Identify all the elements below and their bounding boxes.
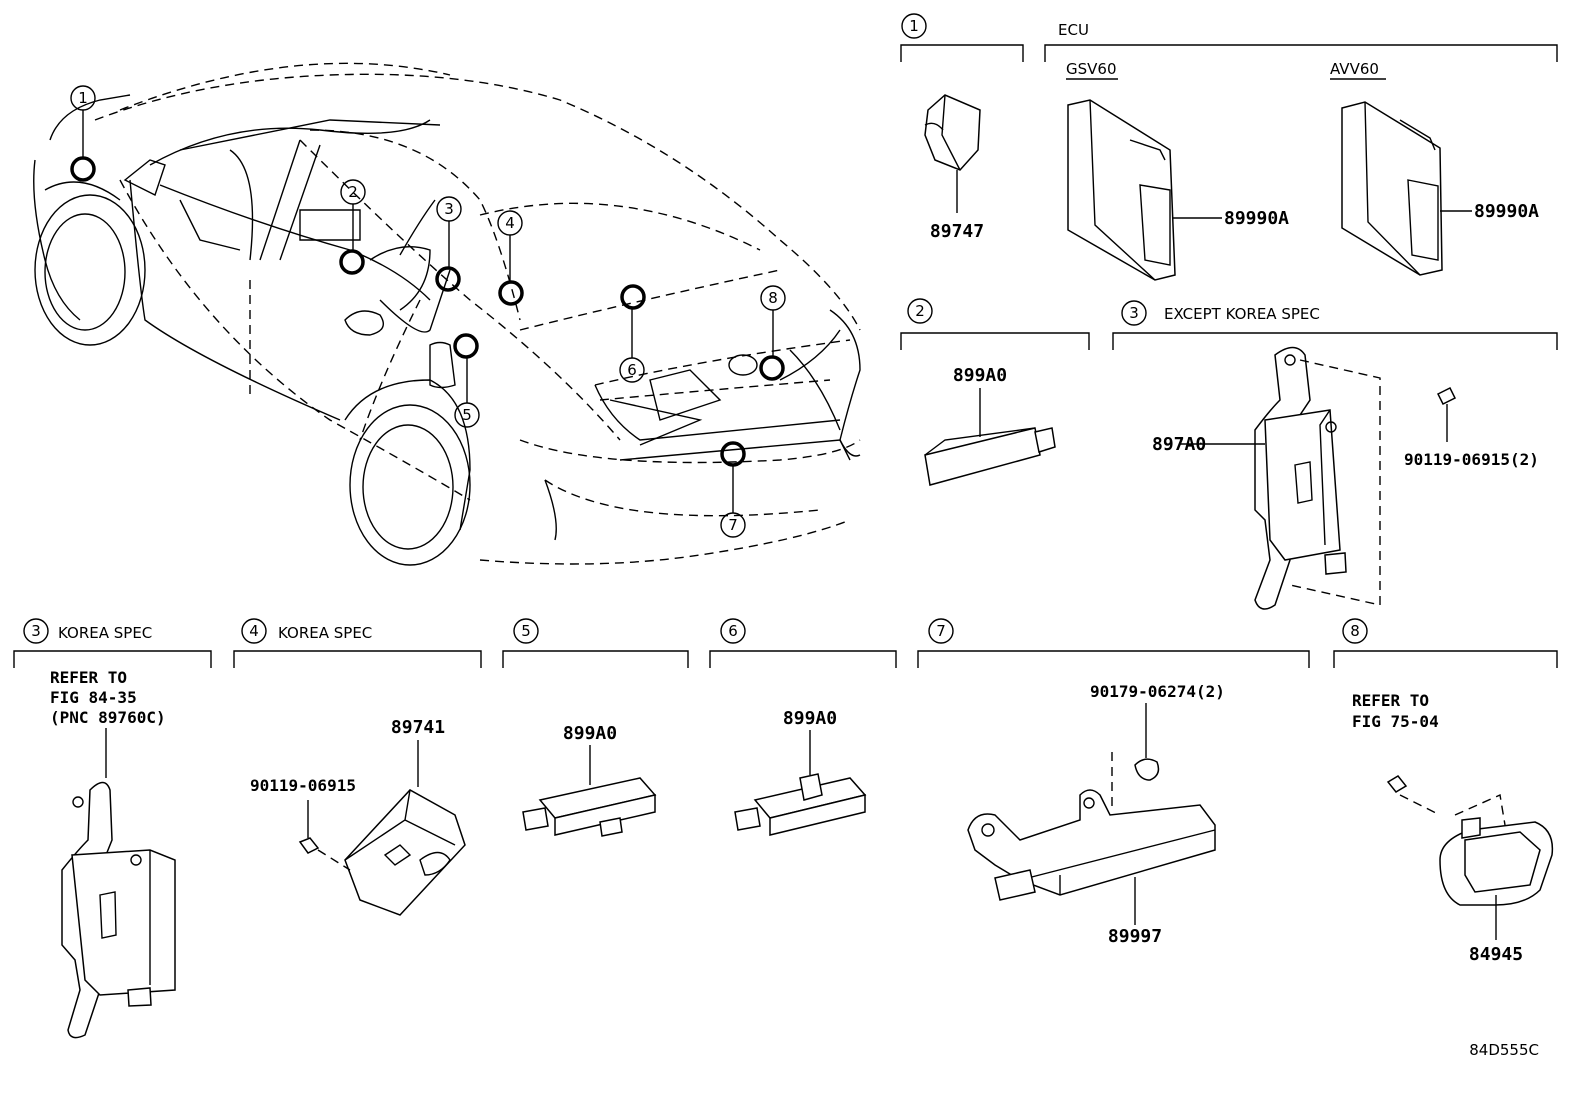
section-5: 5 899A0 <box>502 618 689 837</box>
refer-pnc-89760c: (PNC 89760C) <box>50 708 166 727</box>
section-2: 2 899A0 <box>900 298 1090 486</box>
section-8-number: 8 <box>1350 622 1360 640</box>
section-3-except-label: EXCEPT KOREA SPEC <box>1164 305 1320 323</box>
section-3-korea: 3 KOREA SPEC REFER TO FIG 84-35 (PNC 897… <box>13 618 212 1039</box>
nut-90179-06274-2: 90179-06274(2) <box>1090 682 1225 701</box>
part-897A0: 897A0 <box>1152 434 1206 455</box>
section-5-number: 5 <box>521 622 531 640</box>
part-84945: 84945 <box>1469 944 1523 965</box>
callout-2: 2 <box>340 179 366 251</box>
refer-fig-84-35: FIG 84-35 <box>50 688 137 707</box>
section-3-except-number: 3 <box>1129 304 1139 322</box>
section-3-korea-number: 3 <box>31 622 41 640</box>
section-ecu: ECU GSV60 AVV60 89990A 89990A <box>1044 21 1558 281</box>
callout-1-label: 1 <box>78 89 88 107</box>
section-1: 1 89747 <box>900 13 1024 242</box>
section-7: 7 90179-06274(2) 89997 <box>917 618 1310 947</box>
section-6: 6 899A0 <box>709 618 897 836</box>
gsv60-label: GSV60 <box>1066 60 1117 78</box>
section-3-except-korea: 3 EXCEPT KOREA SPEC 897A0 90119-06915(2) <box>1112 300 1558 610</box>
refer-to-text-sec8: REFER TO <box>1352 691 1429 710</box>
bolt-90119-06915: 90119-06915 <box>250 776 356 795</box>
section-8: 8 REFER TO FIG 75-04 84945 <box>1333 618 1558 965</box>
refer-fig-75-04: FIG 75-04 <box>1352 712 1439 731</box>
part-89997: 89997 <box>1108 926 1162 947</box>
part-89990A-gsv60: 89990A <box>1224 208 1289 229</box>
callout-4-label: 4 <box>505 214 515 232</box>
callout-6-label: 6 <box>627 361 637 379</box>
part-89747: 89747 <box>930 221 984 242</box>
part-89741: 89741 <box>391 717 445 738</box>
avv60-label: AVV60 <box>1330 60 1379 78</box>
callout-8: 8 <box>760 285 786 357</box>
section-7-number: 7 <box>936 622 946 640</box>
callout-3-label: 3 <box>444 200 454 218</box>
callout-7: 7 <box>720 465 746 538</box>
section-6-number: 6 <box>728 622 738 640</box>
part-899A0-sec6: 899A0 <box>783 708 837 729</box>
section-2-number: 2 <box>915 302 925 320</box>
section-3-korea-label: KOREA SPEC <box>58 624 152 642</box>
callout-3: 3 <box>436 196 462 268</box>
section-4-korea-label: KOREA SPEC <box>278 624 372 642</box>
callout-6: 6 <box>619 308 645 383</box>
callout-7-label: 7 <box>728 516 738 534</box>
section-4-korea-number: 4 <box>249 622 259 640</box>
vehicle-illustration <box>33 62 861 566</box>
figure-code: 84D555C <box>1469 1041 1539 1059</box>
part-899A0-sec5: 899A0 <box>563 723 617 744</box>
section-4-korea: 4 KOREA SPEC 89741 90119-06915 <box>233 618 482 916</box>
refer-to-text-sec3: REFER TO <box>50 668 127 687</box>
callout-8-label: 8 <box>768 289 778 307</box>
bolt-90119-06915-2: 90119-06915(2) <box>1404 450 1539 469</box>
callout-1: 1 <box>70 85 96 158</box>
callout-4: 4 <box>497 210 523 282</box>
callout-2-label: 2 <box>348 183 358 201</box>
part-899A0-sec2: 899A0 <box>953 365 1007 386</box>
ecu-title: ECU <box>1058 21 1089 39</box>
section-1-number: 1 <box>909 17 919 35</box>
part-89990A-avv60: 89990A <box>1474 201 1539 222</box>
location-markers <box>70 156 785 467</box>
callout-5: 5 <box>454 357 480 428</box>
callout-5-label: 5 <box>462 406 472 424</box>
